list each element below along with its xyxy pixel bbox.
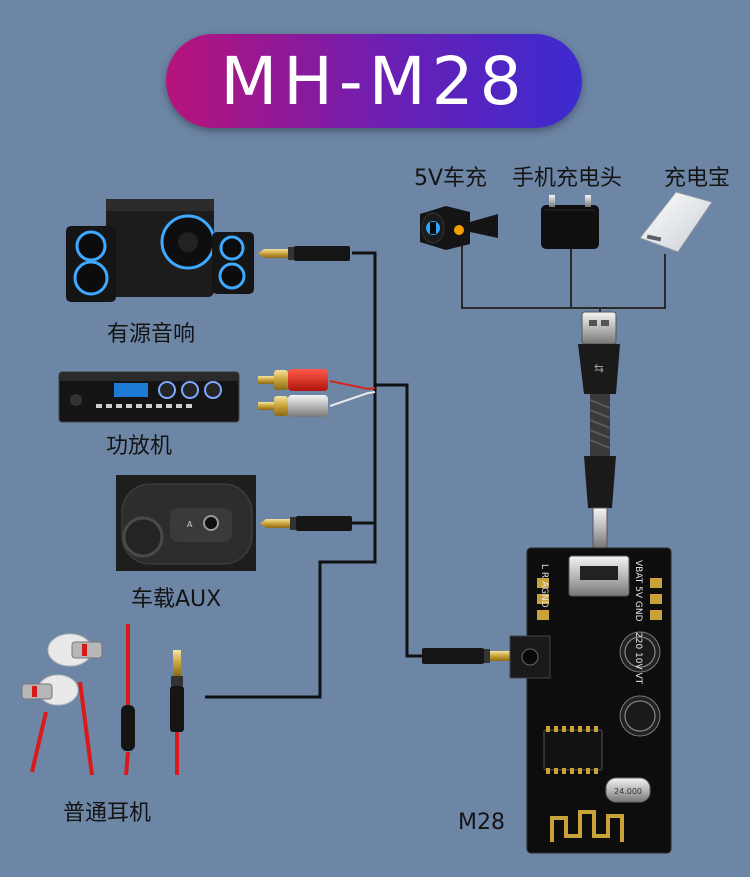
m28-board-icon: L R AGND VBAT 5V GND 220 10V VT	[509, 547, 672, 854]
usb-cable: ⇆	[578, 311, 620, 549]
rca-red-wire	[329, 380, 376, 391]
board-label: M28	[458, 810, 505, 835]
output-earphones-label: 普通耳机	[63, 801, 152, 826]
crystal-label: 24.000	[614, 787, 642, 796]
power-source-power-bank-label: 充电宝	[664, 166, 731, 191]
jack-board	[422, 648, 523, 664]
power-source-phone-charger-label: 手机充电头	[512, 166, 623, 191]
car-aux-icon: A	[116, 475, 256, 571]
jack-speakers	[258, 246, 350, 261]
pin-labels-left: L R AGND	[539, 564, 549, 608]
diagram-title: MH-M28	[220, 42, 528, 120]
phone-charger-icon	[541, 195, 599, 249]
svg-text:⇆: ⇆	[594, 361, 604, 375]
power-wires	[461, 246, 666, 320]
output-speakers-label: 有源音响	[107, 322, 196, 347]
jack-car-aux	[260, 516, 352, 531]
rca-white-wire	[329, 391, 376, 407]
svg-text:A: A	[187, 520, 193, 529]
power-source-car-charger-label: 5V车充	[414, 166, 488, 191]
rca-plug-white	[258, 395, 328, 417]
output-car-aux-label: 车载AUX	[131, 587, 222, 612]
rca-plug-red	[258, 369, 328, 391]
car-charger-icon	[420, 206, 498, 250]
pin-labels-right: VBAT 5V GND	[633, 560, 643, 622]
title-banner: MH-M28	[166, 34, 582, 128]
power-bank-icon	[639, 191, 713, 253]
output-amplifier-label: 功放机	[106, 434, 173, 459]
speakers-icon	[66, 199, 254, 302]
earphones-icon	[21, 624, 184, 776]
capacitor-label: 220 10V VT	[633, 632, 643, 685]
audio-wires	[205, 251, 422, 699]
amplifier-icon	[58, 371, 240, 423]
